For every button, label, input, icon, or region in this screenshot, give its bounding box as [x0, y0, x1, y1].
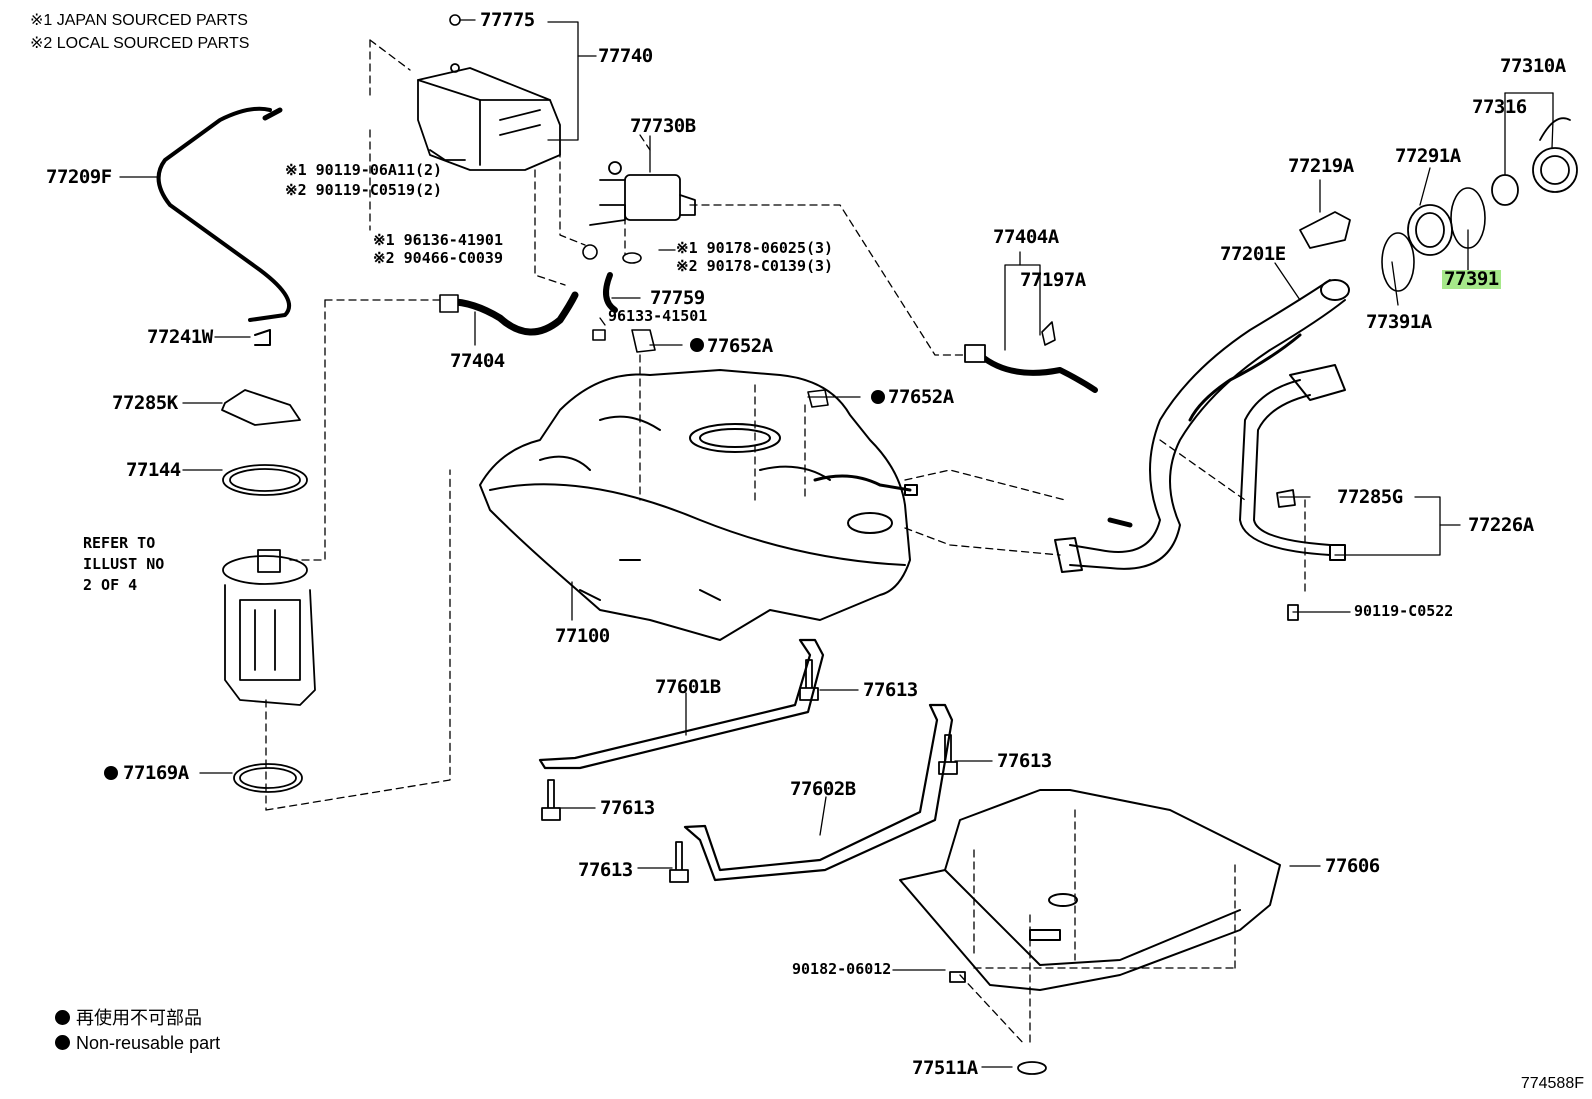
part-77730B-label[interactable]: 77730B	[630, 115, 696, 137]
part-s1-90178-label[interactable]: ※1 90178-06025(3)	[676, 239, 834, 257]
part-77652A-label-2[interactable]: 77652A	[888, 386, 954, 408]
fuel-tank-77100	[479, 369, 918, 641]
breather-pipe-77226A	[1239, 364, 1346, 561]
note-local-sourced: ※2 LOCAL SOURCED PARTS	[30, 35, 250, 52]
leader-lines	[119, 19, 1554, 1068]
note-japan-sourced: ※1 JAPAN SOURCED PARTS	[30, 12, 248, 29]
band-77602B	[683, 703, 954, 882]
non-reusable-dot-icon	[55, 1035, 70, 1050]
part-s2-90178-label[interactable]: ※2 90178-C0139(3)	[676, 257, 834, 275]
charcoal-canister	[417, 63, 561, 171]
part-77285G-label[interactable]: 77285G	[1337, 486, 1403, 508]
part-77740-label[interactable]: 77740	[598, 45, 653, 67]
part-77310A-label[interactable]: 77310A	[1500, 55, 1566, 77]
lock-ring-77144	[222, 464, 308, 496]
dashed-lines	[265, 39, 1306, 1046]
ring-77316	[1491, 174, 1519, 206]
part-77775-label[interactable]: 77775	[480, 9, 535, 31]
part-s1-90119-label[interactable]: ※1 90119-06A11(2)	[285, 161, 443, 179]
part-77219A-label[interactable]: 77219A	[1288, 155, 1354, 177]
legend-en-text: Non-reusable part	[76, 1033, 221, 1053]
band-77601B	[538, 638, 825, 770]
refer-note: REFER TO ILLUST NO 2 OF 4	[83, 534, 165, 594]
hose-77404A	[977, 352, 1098, 393]
part-77226A-label[interactable]: 77226A	[1468, 514, 1534, 536]
part-77169A-label[interactable]: 77169A	[123, 762, 189, 784]
gasket-77391A	[1381, 232, 1415, 292]
vsv-valve	[589, 161, 696, 226]
o-ring-77775-shape	[449, 14, 461, 26]
part-77613-label-4[interactable]: 77613	[578, 859, 633, 881]
part-77404-label[interactable]: 77404	[450, 350, 505, 372]
part-77285K-label[interactable]: 77285K	[112, 392, 178, 414]
part-77241W-label[interactable]: 77241W	[147, 326, 213, 348]
nuts	[949, 971, 1047, 1075]
part-77391-label[interactable]: 77391	[1442, 268, 1501, 290]
part-90119-C0522-label[interactable]: 90119-C0522	[1354, 602, 1454, 620]
part-77209F-label[interactable]: 77209F	[46, 166, 112, 188]
fuel-pump-module	[222, 549, 316, 706]
diagram-code: 774588F	[1520, 1075, 1584, 1092]
wire-77209F	[156, 106, 291, 322]
legend-jp-text: 再使用不可部品	[76, 1008, 202, 1028]
part-77144-label[interactable]: 77144	[126, 459, 181, 481]
gasket-77391	[1450, 187, 1486, 249]
bracket-77219A	[1299, 211, 1351, 249]
part-77100-label[interactable]: 77100	[555, 625, 610, 647]
bolts-77613	[541, 659, 958, 883]
part-s2-90119-label[interactable]: ※2 90119-C0519(2)	[285, 181, 443, 199]
part-77602B-label[interactable]: 77602B	[790, 778, 856, 800]
part-77613-label-1[interactable]: 77613	[863, 679, 918, 701]
part-s2-90466-label[interactable]: ※2 90466-C0039	[373, 249, 503, 267]
part-s1-96136-label[interactable]: ※1 96136-41901	[373, 231, 503, 249]
part-96133-41501-label[interactable]: 96133-41501	[608, 307, 708, 325]
part-77613-label-2[interactable]: 77613	[997, 750, 1052, 772]
part-77197A-label[interactable]: 77197A	[1020, 269, 1086, 291]
part-77291A-label[interactable]: 77291A	[1395, 145, 1461, 167]
cover-77285K	[221, 389, 301, 426]
part-77652A-label-1[interactable]: 77652A	[707, 335, 773, 357]
gasket-77169A	[233, 763, 303, 793]
part-77606-label[interactable]: 77606	[1325, 855, 1380, 877]
part-77316-label[interactable]: 77316	[1472, 96, 1527, 118]
small-parts	[582, 244, 829, 408]
part-90182-06012-label[interactable]: 90182-06012	[792, 960, 892, 978]
non-reusable-dot-icon	[55, 1010, 70, 1025]
legend-jp: 再使用不可部品	[55, 1009, 202, 1027]
part-77759-label[interactable]: 77759	[650, 287, 705, 309]
fuel-cap-77310A	[1532, 117, 1578, 193]
part-77511A-label[interactable]: 77511A	[912, 1057, 978, 1079]
part-77404A-label[interactable]: 77404A	[993, 226, 1059, 248]
protector-77606	[899, 789, 1281, 991]
part-77201E-label[interactable]: 77201E	[1220, 243, 1286, 265]
vent-hose-77404	[441, 291, 579, 336]
filler-pipe-77201E	[1054, 279, 1350, 573]
gasket-77291A	[1407, 204, 1453, 256]
part-77391A-label[interactable]: 77391A	[1366, 311, 1432, 333]
part-77601B-label[interactable]: 77601B	[655, 676, 721, 698]
legend-en: Non-reusable part	[55, 1034, 220, 1052]
part-77613-label-3[interactable]: 77613	[600, 797, 655, 819]
